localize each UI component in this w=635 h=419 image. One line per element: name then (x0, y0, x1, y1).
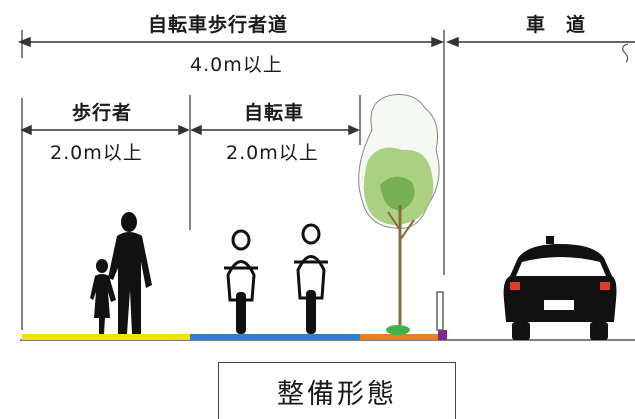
bicycle-width-label: 2.0m以上 (226, 142, 319, 164)
bollard-icon (436, 291, 444, 331)
caption-text: 整備形態 (277, 378, 397, 410)
dimension-extension-lines (21, 30, 445, 330)
pedestrian-label: 歩行者 (72, 102, 133, 124)
adult-pedestrian-icon (108, 212, 152, 334)
bicycle-zone-strip (190, 334, 360, 340)
cyclist-icon (224, 229, 258, 334)
planting-zone-strip (360, 334, 438, 340)
street-tree-icon (358, 94, 440, 335)
total-section-label: 自転車歩行者道 (148, 14, 289, 36)
pedestrian-width-label: 2.0m以上 (50, 142, 143, 164)
curb-marker (438, 330, 447, 340)
cyclist-icon (294, 223, 328, 334)
bicycle-label: 自転車 (244, 102, 305, 124)
sub-width-dimensions (20, 124, 360, 136)
pedestrian-zone-strip (22, 334, 190, 340)
caption-box: 整備形態 (218, 362, 456, 419)
total-width-dimension (17, 30, 635, 58)
child-pedestrian-icon (90, 259, 116, 334)
roadway-label: 車 道 (526, 14, 587, 36)
roadway-edge-icon (622, 43, 629, 63)
car-icon (503, 236, 617, 340)
total-width-label: 4.0m以上 (190, 54, 283, 76)
